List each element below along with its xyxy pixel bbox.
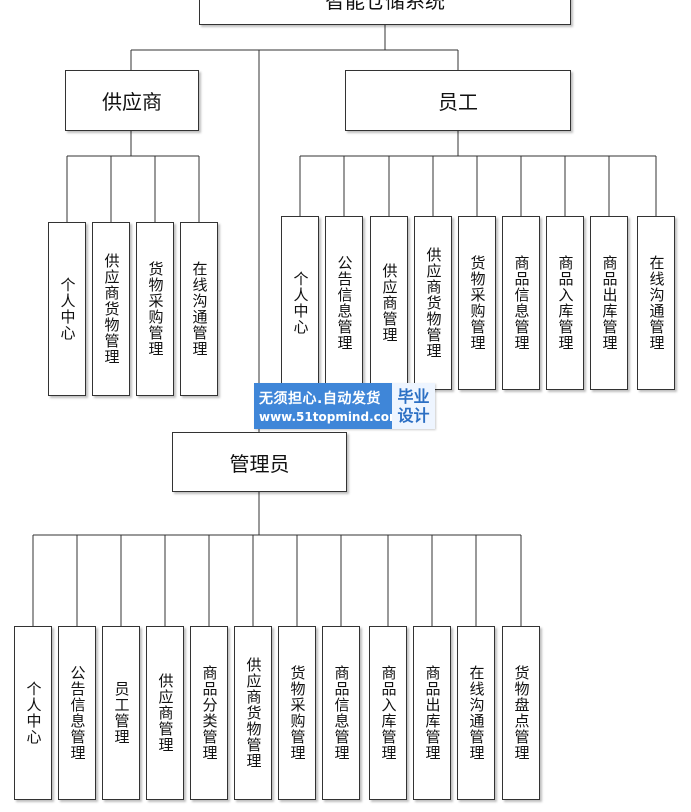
supplier-child-label: 个人中心 bbox=[58, 277, 77, 341]
admin-child-label: 供应商货物管理 bbox=[244, 657, 263, 769]
root-node: 智能仓储系统 bbox=[199, 0, 571, 25]
employee-child-label: 供应商货物管理 bbox=[424, 247, 443, 359]
admin-child: 在线沟通管理 bbox=[457, 626, 495, 800]
employee-child: 货物采购管理 bbox=[458, 216, 496, 390]
admin-child: 个人中心 bbox=[14, 626, 52, 800]
supplier-child: 个人中心 bbox=[48, 222, 86, 396]
supplier-node: 供应商 bbox=[65, 70, 199, 131]
admin-child: 商品入库管理 bbox=[369, 626, 407, 800]
employee-child: 商品出库管理 bbox=[590, 216, 628, 390]
admin-child-label: 公告信息管理 bbox=[68, 665, 87, 761]
supplier-child: 供应商货物管理 bbox=[92, 222, 130, 396]
admin-label: 管理员 bbox=[229, 451, 290, 476]
supplier-label: 供应商 bbox=[102, 90, 162, 114]
admin-child: 供应商管理 bbox=[146, 626, 184, 800]
admin-child-label: 商品分类管理 bbox=[200, 665, 219, 761]
employee-child: 商品信息管理 bbox=[502, 216, 540, 390]
admin-child: 供应商货物管理 bbox=[234, 626, 272, 800]
supplier-child: 货物采购管理 bbox=[136, 222, 174, 396]
watermark-line1: 无须担心.自动发货 bbox=[259, 391, 381, 407]
employee-child: 在线沟通管理 bbox=[637, 216, 675, 390]
watermark-right-bottom: 设计 bbox=[397, 406, 430, 425]
employee-child-label: 公告信息管理 bbox=[335, 255, 354, 351]
supplier-child-label: 货物采购管理 bbox=[146, 261, 165, 357]
admin-child: 商品信息管理 bbox=[322, 626, 360, 800]
admin-child: 公告信息管理 bbox=[58, 626, 96, 800]
employee-child: 公告信息管理 bbox=[325, 216, 363, 390]
admin-child: 货物采购管理 bbox=[278, 626, 316, 800]
employee-child-label: 货物采购管理 bbox=[468, 255, 487, 351]
admin-child: 商品分类管理 bbox=[190, 626, 228, 800]
admin-child-label: 供应商管理 bbox=[156, 673, 175, 753]
employee-child-label: 商品入库管理 bbox=[556, 255, 575, 351]
admin-child-label: 员工管理 bbox=[112, 681, 131, 745]
supplier-child-label: 供应商货物管理 bbox=[102, 253, 121, 365]
watermark-line2: www.51topmind.com bbox=[259, 410, 402, 424]
admin-child-label: 在线沟通管理 bbox=[467, 665, 486, 761]
employee-child: 商品入库管理 bbox=[546, 216, 584, 390]
watermark-left: 无须担心.自动发货 www.51topmind.com bbox=[254, 383, 402, 429]
employee-child-label: 商品出库管理 bbox=[600, 255, 619, 351]
employee-child: 供应商货物管理 bbox=[414, 216, 452, 390]
supplier-child-label: 在线沟通管理 bbox=[190, 261, 209, 357]
admin-child: 货物盘点管理 bbox=[502, 626, 540, 800]
admin-child-label: 个人中心 bbox=[24, 681, 43, 745]
employee-child: 个人中心 bbox=[281, 216, 319, 390]
admin-child-label: 货物盘点管理 bbox=[512, 665, 531, 761]
admin-child-label: 商品入库管理 bbox=[379, 665, 398, 761]
supplier-child: 在线沟通管理 bbox=[180, 222, 218, 396]
admin-child-label: 货物采购管理 bbox=[288, 665, 307, 761]
admin-node: 管理员 bbox=[172, 432, 347, 492]
admin-child: 商品出库管理 bbox=[413, 626, 451, 800]
watermark-right: 毕业 设计 bbox=[392, 383, 435, 429]
admin-child-label: 商品出库管理 bbox=[423, 665, 442, 761]
admin-child: 员工管理 bbox=[102, 626, 140, 800]
employee-child-label: 个人中心 bbox=[291, 271, 310, 335]
employee-child-label: 在线沟通管理 bbox=[647, 255, 666, 351]
root-title: 智能仓储系统 bbox=[325, 0, 445, 13]
employee-node: 员工 bbox=[345, 70, 571, 131]
watermark-badge: 无须担心.自动发货 www.51topmind.com 毕业 设计 bbox=[254, 383, 435, 429]
employee-label: 员工 bbox=[438, 90, 478, 114]
employee-child-label: 供应商管理 bbox=[380, 263, 399, 343]
admin-child-label: 商品信息管理 bbox=[332, 665, 351, 761]
watermark-right-top: 毕业 bbox=[397, 387, 430, 406]
employee-child: 供应商管理 bbox=[370, 216, 408, 390]
employee-child-label: 商品信息管理 bbox=[512, 255, 531, 351]
